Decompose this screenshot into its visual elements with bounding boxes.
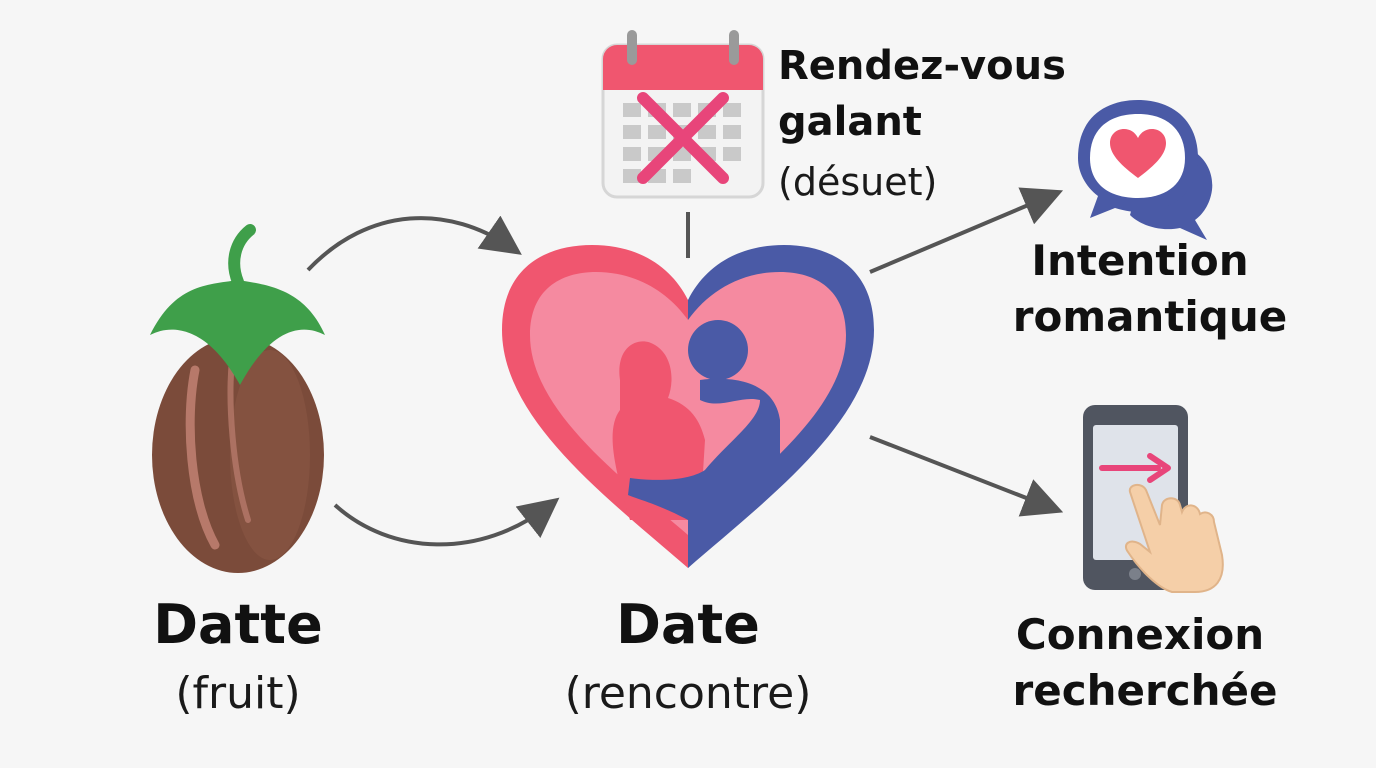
fruit-title: Datte — [153, 593, 323, 656]
smartphone-swipe-icon — [1083, 405, 1224, 593]
meeting-subtitle: (rencontre) — [564, 668, 812, 719]
crossed-calendar-icon — [601, 30, 765, 199]
fruit-subtitle: (fruit) — [175, 668, 301, 719]
old-label-line1: Rendez-vous — [778, 43, 1066, 89]
heart-chat-bubble-icon — [1078, 100, 1213, 240]
arrow-date-to-romance — [869, 187, 1064, 274]
connection-label-line1: Connexion — [1015, 610, 1265, 659]
heart-couple-icon — [502, 245, 874, 568]
old-label-line2: galant — [778, 99, 922, 145]
arrow-fruit-to-date-bottom — [333, 497, 560, 547]
date-fruit-icon — [150, 224, 325, 573]
meeting-title: Date — [616, 593, 760, 656]
arrow-fruit-to-date-top — [306, 215, 522, 272]
old-label-line3: (désuet) — [778, 160, 938, 204]
romance-label-line1: Intention — [1031, 236, 1249, 285]
arrow-date-to-connection — [869, 435, 1064, 517]
connection-label-line2: recherchée — [1012, 666, 1278, 715]
romance-label-line2: romantique — [1012, 292, 1288, 341]
